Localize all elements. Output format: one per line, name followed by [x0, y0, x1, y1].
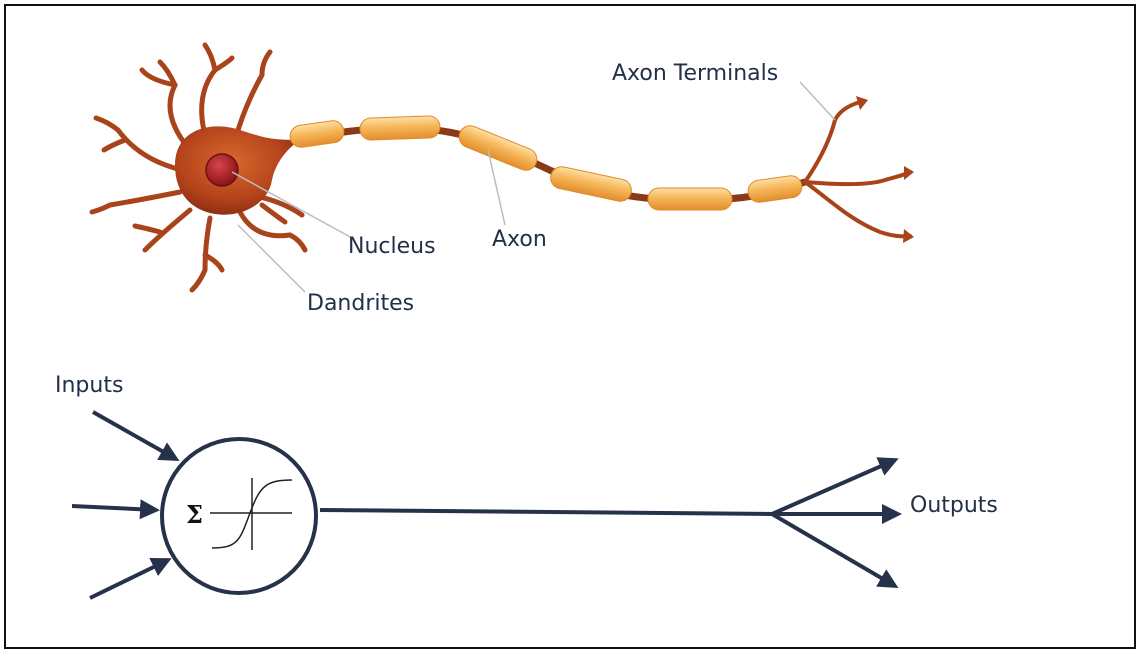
myelin-sheaths	[289, 116, 804, 210]
output-arrows	[772, 460, 898, 586]
nucleus	[206, 154, 238, 186]
outputs-label: Outputs	[910, 493, 998, 518]
axon-terminals	[805, 102, 910, 236]
artificial-neuron: Inputs Σ Outputs	[55, 373, 998, 598]
input-arrows	[72, 412, 176, 598]
input-arrow-3	[90, 560, 168, 598]
sum-symbol: Σ	[186, 500, 203, 529]
input-arrow-2	[72, 506, 156, 510]
axon-terminal-tips	[856, 96, 914, 243]
dendrites-label: Dandrites	[307, 291, 414, 316]
input-arrow-1	[93, 412, 176, 459]
output-arrow-1	[772, 460, 895, 514]
axon-terminals-label: Axon Terminals	[612, 61, 778, 86]
nucleus-label: Nucleus	[348, 234, 436, 259]
inputs-label: Inputs	[55, 373, 123, 398]
output-arrow-3	[772, 514, 895, 586]
output-line	[320, 510, 772, 514]
biological-neuron: Axon Terminals Nucleus Axon Dandrites	[92, 45, 914, 316]
leader-lines	[232, 82, 835, 292]
axon-label: Axon	[492, 227, 547, 252]
